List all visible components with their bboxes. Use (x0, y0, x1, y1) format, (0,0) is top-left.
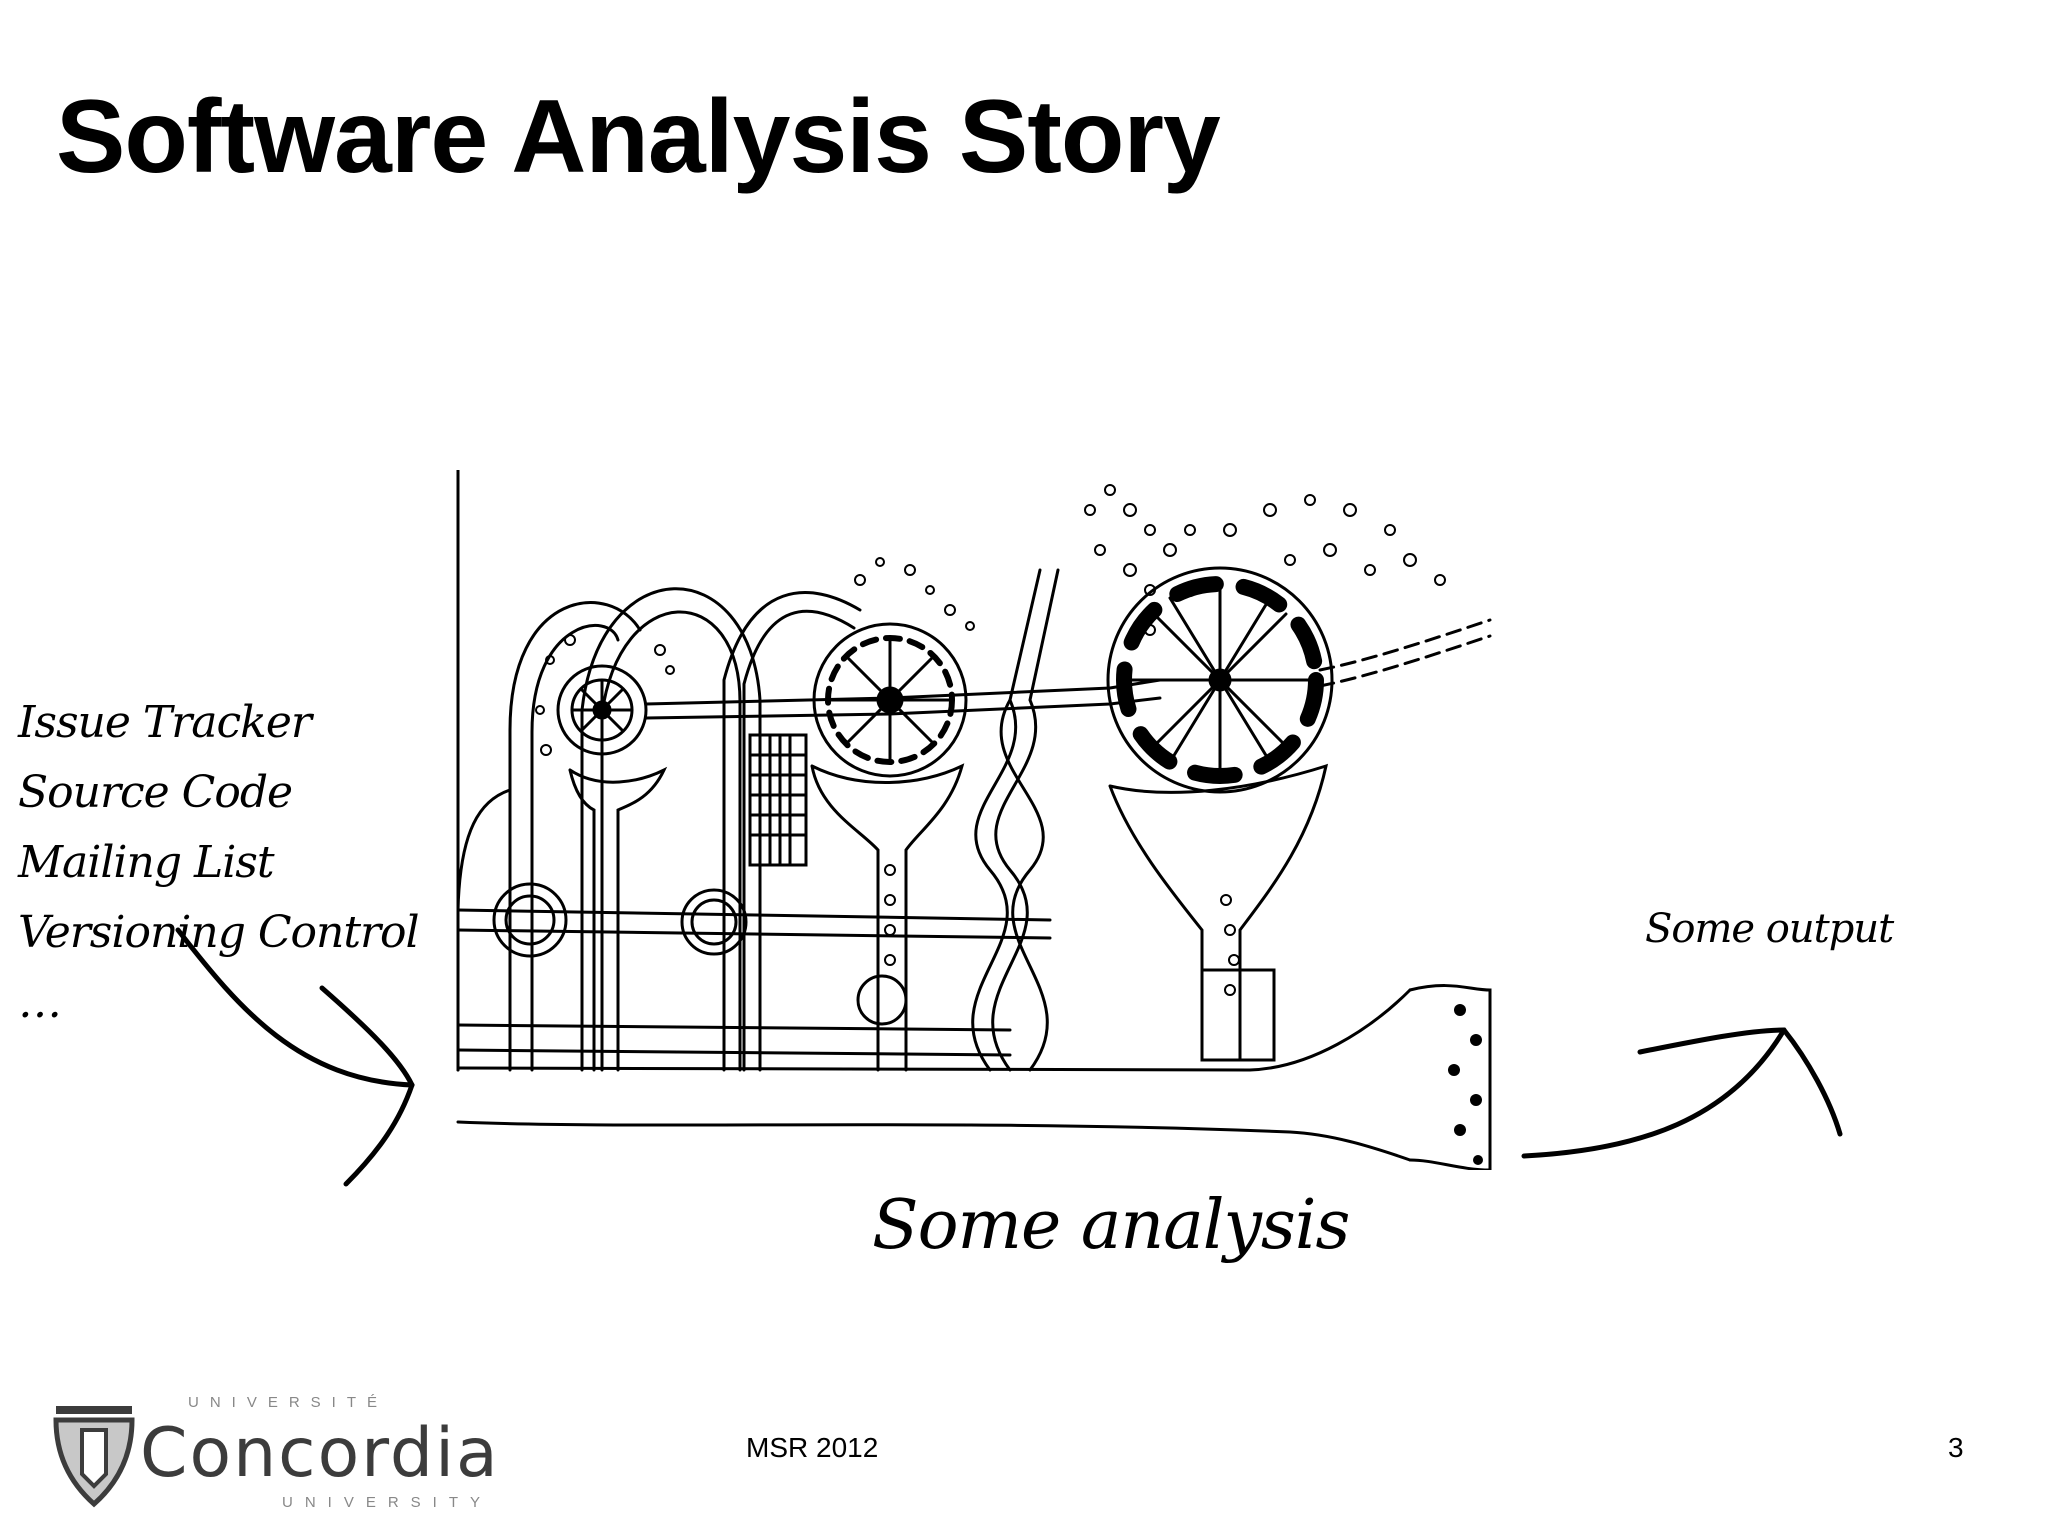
cup-large (1108, 763, 1329, 1062)
connecting-rod (644, 678, 1162, 706)
cup-medium (810, 763, 965, 1072)
large-wheel (1106, 566, 1334, 794)
output-arrow (1521, 1027, 1843, 1159)
cup-small (568, 766, 668, 1072)
bubbles (535, 484, 1446, 996)
page-number: 3 (1948, 1432, 1964, 1463)
source-ellipsis: … (18, 977, 62, 1028)
concordia-logo: UNIVERSITÉ Concordia UNIVERSITY (52, 1394, 498, 1514)
source-issue-tracker: Issue Tracker (18, 697, 312, 748)
tube-3 (722, 591, 862, 1072)
slide-title: Software Analysis Story (56, 79, 1221, 195)
funnel-dots (1448, 1004, 1483, 1165)
pipe-funnel (1408, 984, 1492, 1170)
logo-universite-text: UNIVERSITÉ (188, 1394, 389, 1411)
source-versioning-control: Versioning Control (18, 907, 420, 958)
data-source-list: Issue Tracker Source Code Mailing List V… (18, 688, 420, 1038)
footer-event: MSR 2012 (746, 1432, 879, 1463)
small-wheel (556, 664, 648, 756)
logo-university-text: UNIVERSITY (282, 1494, 493, 1511)
twisted-tube-a (971, 568, 1042, 1072)
source-source-code: Source Code (18, 767, 293, 818)
grid-panel (748, 733, 808, 867)
analysis-label: Some analysis (872, 1186, 1350, 1265)
output-label: Some output (1645, 906, 1894, 952)
main-pipe-bottom (456, 1120, 1412, 1162)
main-pipe-top (456, 988, 1412, 1072)
logo-wordmark: Concordia (140, 1414, 500, 1493)
analysis-machine-illustration (456, 470, 1492, 1170)
shield-icon (53, 1406, 135, 1508)
source-mailing-list: Mailing List (18, 837, 275, 888)
medium-wheel (812, 622, 968, 778)
tube-1 (508, 601, 642, 1072)
input-arrow (175, 927, 415, 1187)
